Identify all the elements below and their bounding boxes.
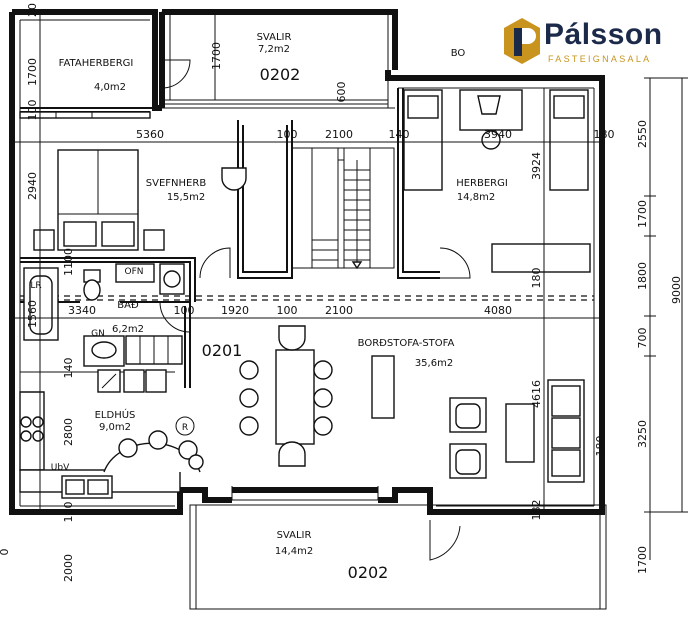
dim-h-5360: 5360	[136, 128, 164, 141]
dim-v-1100: 1100	[62, 248, 75, 276]
dim-v-182: 182	[530, 500, 543, 521]
dim-r-9000: 9000	[670, 276, 683, 304]
room-svalir-bottom-area: 14,4m2	[275, 546, 313, 557]
room-labels: FATAHERBERGI 4,0m2 SVALIR 7,2m2 0202 BO …	[59, 32, 508, 582]
dim-h-3940: 3940	[484, 128, 512, 141]
dim-v-180b: 180	[62, 502, 75, 523]
room-fataherbergi-name: FATAHERBERGI	[59, 58, 134, 69]
palsson-logo: Pálsson FASTEIGNASALA	[500, 14, 690, 70]
staircase	[311, 147, 371, 270]
dim-v-2800: 2800	[62, 418, 75, 446]
dim-r-2550: 2550	[636, 120, 649, 148]
dim-left-20: 20	[26, 3, 39, 17]
dim-v-100a: 100	[26, 100, 39, 121]
dim-r-3250: 3250	[636, 420, 649, 448]
dim-v-3924: 3924	[530, 152, 543, 180]
room-svalir-top-area: 7,2m2	[258, 44, 290, 55]
dim-v-1700b: 1700	[210, 42, 223, 70]
room-herbergi-area: 14,8m2	[457, 192, 495, 203]
room-bo-name: BO	[451, 48, 466, 59]
room-svefnherb-name: SVEFNHERB	[146, 178, 207, 189]
dim-h-180a: 180	[594, 128, 615, 141]
dim-v-180c: 180	[530, 268, 543, 289]
room-bad-area: 6,2m2	[112, 324, 144, 335]
unit-bottom: 0202	[348, 563, 389, 582]
dim-h-3340: 3340	[68, 304, 96, 317]
vertical-dimensions: 20 1700 100 2940 1100 1560 140 2800 180 …	[0, 3, 607, 582]
dim-r-1700b: 1700	[636, 546, 649, 574]
fixture-labels: OFN LR GN UbV R	[30, 267, 195, 473]
furniture	[19, 11, 607, 610]
dim-r-1800: 1800	[636, 262, 649, 290]
room-svalir-top-name: SVALIR	[257, 32, 292, 43]
unit-top: 0202	[260, 65, 301, 84]
room-eldhus-area: 9,0m2	[99, 422, 131, 433]
dim-h-100b: 100	[174, 304, 195, 317]
room-svalir-bottom-name: SVALIR	[277, 530, 312, 541]
dim-h-100c: 100	[277, 304, 298, 317]
room-herbergi-name: HERBERGI	[456, 178, 508, 189]
dim-left-0: 0	[0, 549, 11, 556]
dim-v-1700a: 1700	[26, 58, 39, 86]
dim-v-4616: 4616	[530, 380, 543, 408]
dim-v-2940: 2940	[26, 172, 39, 200]
palsson-logo-mark-icon	[504, 18, 540, 64]
room-bordstofa-area: 35,6m2	[415, 358, 453, 369]
fixture-ubv: UbV	[51, 463, 70, 473]
dim-v-1560: 1560	[26, 300, 39, 328]
fixture-lr: LR	[30, 281, 41, 291]
dim-h-140: 140	[389, 128, 410, 141]
dim-r-1700a: 1700	[636, 200, 649, 228]
dim-h-2100b: 2100	[325, 304, 353, 317]
logo-name: Pálsson	[544, 18, 663, 51]
logo-tagline: FASTEIGNASALA	[548, 54, 652, 64]
dim-v-600: 600	[335, 82, 348, 103]
right-dimensions: 2550 1700 1800 700 3250 1700 9000	[636, 77, 688, 574]
dim-v-2000: 2000	[62, 554, 75, 582]
room-bordstofa-name: BORÐSTOFA-STOFA	[358, 338, 455, 349]
dim-h-2100a: 2100	[325, 128, 353, 141]
fixture-r: R	[182, 423, 188, 433]
room-svefnherb-area: 15,5m2	[167, 192, 205, 203]
dim-v-180d: 180	[594, 436, 607, 457]
dim-h-4080: 4080	[484, 304, 512, 317]
dim-h-1920: 1920	[221, 304, 249, 317]
dim-r-700: 700	[636, 328, 649, 349]
room-fataherbergi-area: 4,0m2	[94, 82, 126, 93]
dim-v-140: 140	[62, 358, 75, 379]
fixture-gn: GN	[91, 329, 105, 339]
dim-h-100a: 100	[277, 128, 298, 141]
room-bad-name: BAÐ	[117, 300, 139, 311]
doors	[159, 59, 471, 561]
room-eldhus-name: ELDHÚS	[95, 408, 136, 421]
horizontal-dimensions: 5360 100 2100 140 3940 180 3340 100 1920…	[12, 128, 615, 319]
fixture-r-ring	[175, 416, 195, 436]
fixture-ofn: OFN	[125, 267, 144, 277]
unit-main: 0201	[202, 341, 243, 360]
